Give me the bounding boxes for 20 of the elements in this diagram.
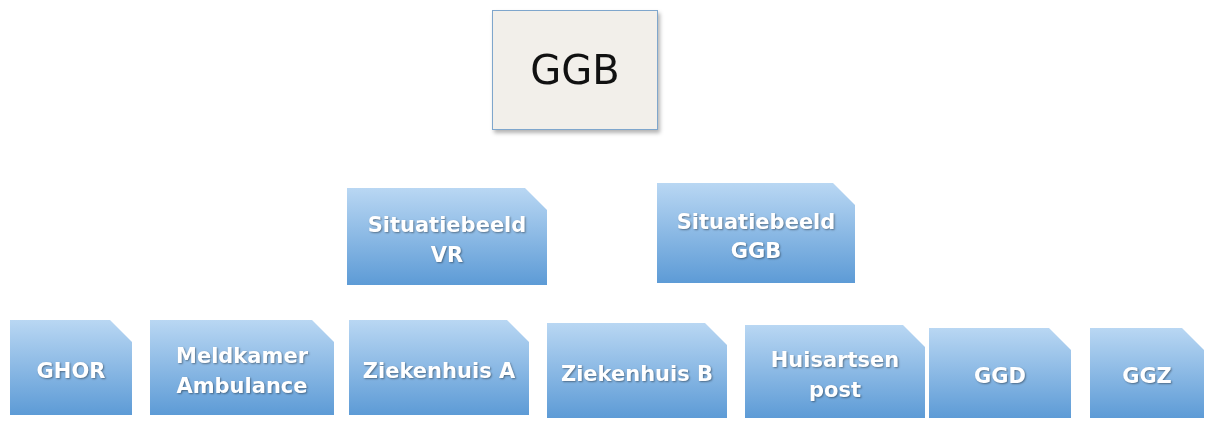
node-label: GHOR [35, 357, 107, 385]
folded-note-box [347, 188, 547, 285]
folded-note-box [10, 320, 132, 415]
folded-note-box [349, 320, 529, 415]
node-label: Ziekenhuis A [361, 357, 517, 385]
node-label: Ziekenhuis B [559, 360, 715, 388]
folded-note-box [1090, 328, 1204, 418]
node-label: Situatiebeeld VR [366, 212, 528, 269]
folded-note-box [547, 323, 727, 418]
node-label: GGD [973, 363, 1027, 391]
folded-note-box [150, 320, 334, 415]
folded-note-box [745, 325, 925, 418]
node-label: Meldkamer Ambulance [175, 343, 309, 400]
node-label: GGB [530, 47, 620, 93]
node-label: GGZ [1121, 363, 1173, 391]
folded-note-box [929, 328, 1071, 418]
node-label: Huisartsen post [769, 347, 901, 404]
title-box [492, 10, 658, 130]
folded-note-box [657, 183, 855, 283]
node-label: Situatiebeeld GGB [675, 208, 837, 265]
